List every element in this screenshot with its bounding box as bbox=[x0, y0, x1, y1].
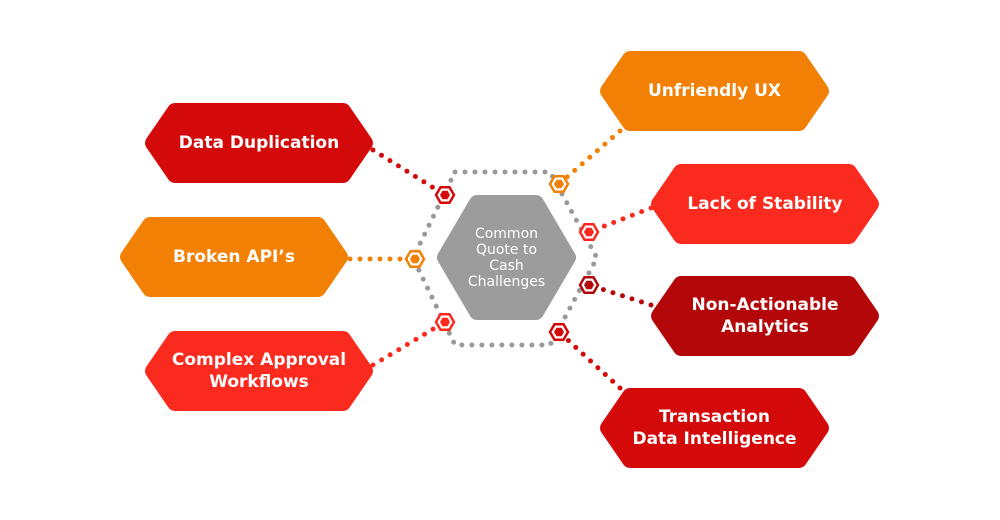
challenge-box bbox=[145, 331, 373, 411]
connector-dots bbox=[586, 205, 654, 235]
node-hexagon-core bbox=[440, 317, 450, 327]
connector-dots bbox=[556, 128, 623, 187]
challenge-label-non-actionable: Non-Actionable Analytics bbox=[691, 295, 839, 337]
connector-dots bbox=[586, 282, 654, 308]
center-label: Common Quote to Cash Challenges bbox=[467, 225, 546, 290]
challenge-label-complex-approval: Complex Approval Workflows bbox=[171, 350, 347, 392]
challenge-label-data-duplication: Data Duplication bbox=[178, 133, 340, 153]
challenge-box bbox=[651, 276, 879, 356]
challenge-box bbox=[651, 164, 879, 244]
node-hexagon-core bbox=[554, 179, 564, 189]
challenge-box bbox=[600, 388, 829, 468]
center-hexagon bbox=[437, 195, 576, 320]
node-hexagon-core bbox=[410, 254, 420, 264]
challenge-label-broken-apis: Broken API’s bbox=[173, 247, 295, 267]
challenge-box bbox=[145, 103, 373, 183]
challenge-label-unfriendly-ux: Unfriendly UX bbox=[647, 81, 782, 101]
challenge-label-transaction-data: Transaction Data Intelligence bbox=[632, 407, 797, 449]
challenge-box bbox=[600, 51, 829, 131]
connector-dots bbox=[370, 319, 448, 368]
connector-dots bbox=[556, 329, 623, 391]
node-hexagon-core bbox=[584, 227, 594, 237]
connector-dots bbox=[370, 147, 448, 198]
challenge-label-lack-of-stability: Lack of Stability bbox=[687, 194, 843, 214]
challenge-box bbox=[120, 217, 348, 297]
node-hexagon-core bbox=[584, 280, 594, 290]
node-hexagon-core bbox=[440, 190, 450, 200]
dotted-ring bbox=[410, 169, 600, 348]
node-hexagon-core bbox=[554, 327, 564, 337]
